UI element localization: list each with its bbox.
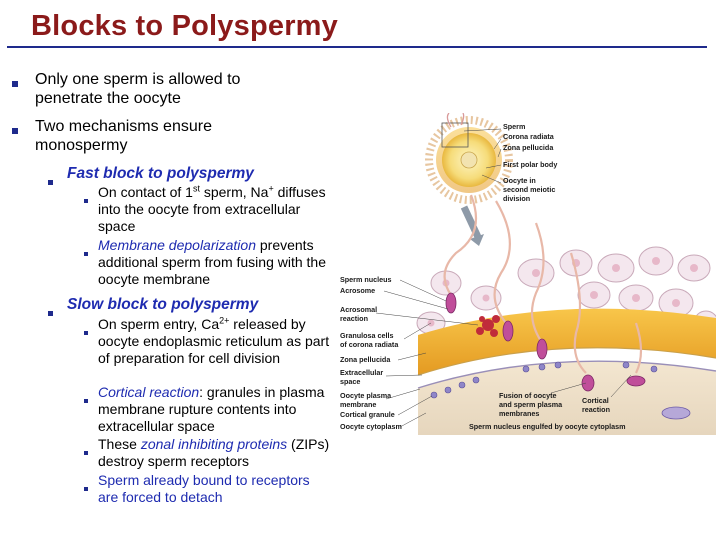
svg-text:First polar body: First polar body [503, 160, 557, 169]
svg-text:Acrosome: Acrosome [340, 286, 375, 295]
bullet-two-mechanisms: Two mechanisms ensure monospermy [35, 118, 212, 154]
sub-sub-bullet-marker [84, 442, 88, 460]
oocyte-overview [425, 113, 513, 204]
slow-block-item-calcium: On sperm entry, Ca2+ released by oocyte … [98, 315, 330, 366]
svg-text:reaction: reaction [340, 314, 368, 323]
svg-text:Zona pellucida: Zona pellucida [503, 143, 554, 152]
sub-bullet-marker [48, 303, 53, 321]
slow-block-item-cortical-reaction: Cortical reaction: granules in plasma me… [98, 384, 325, 434]
cortical-granules [430, 361, 658, 399]
top-labels: Sperm Corona radiata Zona pellucida Firs… [463, 122, 557, 203]
title-divider [7, 46, 707, 48]
bullet-marker [12, 121, 18, 139]
sub-sub-bullet-marker [84, 390, 88, 408]
svg-text:reaction: reaction [582, 405, 610, 414]
sperm-tails [443, 194, 643, 374]
svg-text:Sperm nucleus engulfed by oocy: Sperm nucleus engulfed by oocyte cytopla… [469, 422, 626, 431]
sperm-heads [445, 292, 646, 392]
acrosomal-reaction-burst [476, 315, 500, 337]
svg-text:and sperm plasma: and sperm plasma [499, 400, 563, 409]
svg-text:Sperm nucleus: Sperm nucleus [340, 275, 392, 284]
svg-text:Cortical granule: Cortical granule [340, 410, 395, 419]
inner-labels: Fusion of oocyte and sperm plasma membra… [469, 374, 632, 431]
svg-text:Zona pellucida: Zona pellucida [340, 355, 391, 364]
svg-text:Cortical: Cortical [582, 396, 609, 405]
svg-text:division: division [503, 194, 530, 203]
fast-block-heading: Fast block to polyspermy [67, 165, 254, 182]
svg-text:Oocyte in: Oocyte in [503, 176, 536, 185]
fertilization-diagram: Sperm Corona radiata Zona pellucida Firs… [340, 113, 716, 435]
slide-title: Blocks to Polyspermy [31, 10, 338, 42]
svg-text:second meiotic: second meiotic [503, 185, 555, 194]
svg-text:Granulosa cells: Granulosa cells [340, 331, 394, 340]
svg-text:Corona radiata: Corona radiata [503, 132, 555, 141]
slow-block-item-zips: These zonal inhibiting proteins (ZIPs) d… [98, 436, 330, 469]
svg-text:membrane: membrane [340, 400, 376, 409]
slow-block-item-detach: Sperm already bound to receptors are for… [98, 472, 310, 505]
sub-sub-bullet-marker [84, 322, 88, 340]
fast-block-item-depolarization: Membrane depolarization prevents additio… [98, 237, 326, 287]
svg-text:Extracellular: Extracellular [340, 368, 383, 377]
svg-text:of corona radiata: of corona radiata [340, 340, 399, 349]
svg-text:Oocyte cytoplasm: Oocyte cytoplasm [340, 422, 402, 431]
svg-text:space: space [340, 377, 360, 386]
sub-bullet-marker [48, 172, 53, 190]
bullet-one-sperm: Only one sperm is allowed to penetrate t… [35, 71, 241, 107]
bullet-marker [12, 74, 18, 92]
svg-text:Acrosomal: Acrosomal [340, 305, 377, 314]
svg-text:Sperm: Sperm [503, 122, 525, 131]
sub-sub-bullet-marker [84, 478, 88, 496]
sub-sub-bullet-marker [84, 243, 88, 261]
sub-sub-bullet-marker [84, 190, 88, 208]
slow-block-heading: Slow block to polyspermy [67, 296, 259, 313]
svg-text:Fusion of oocyte: Fusion of oocyte [499, 391, 557, 400]
fast-block-item-sodium: On contact of 1st sperm, Na+ diffuses in… [98, 183, 326, 234]
svg-text:Oocyte plasma: Oocyte plasma [340, 391, 392, 400]
svg-text:membranes: membranes [499, 409, 539, 418]
left-labels: Sperm nucleus Acrosome Acrosomal reactio… [340, 275, 479, 431]
